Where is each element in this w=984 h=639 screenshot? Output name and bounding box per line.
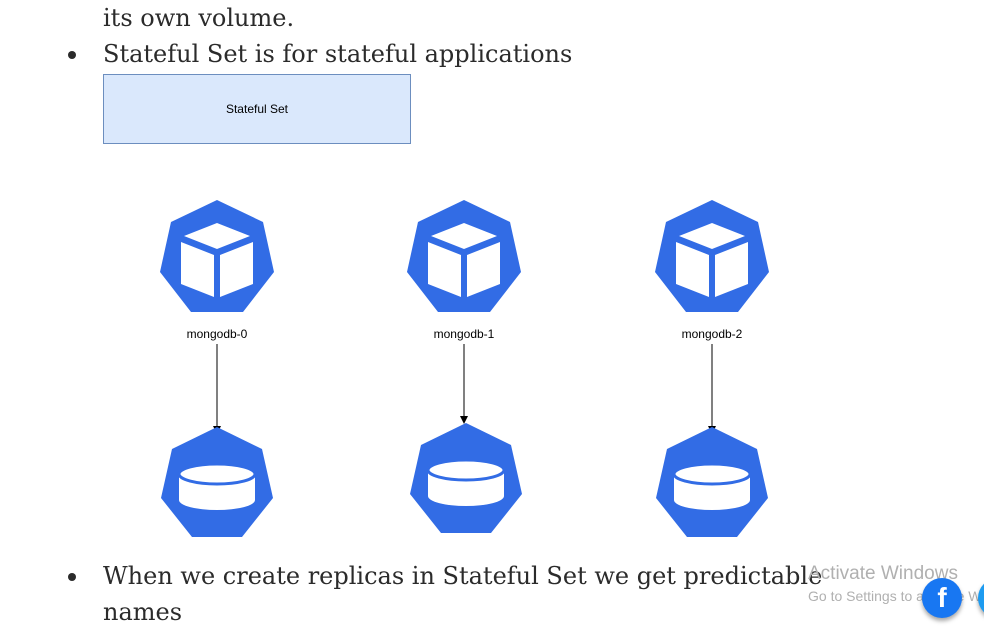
bullet-text-replicas: When we create replicas in Stateful Set … [103,562,823,590]
stateful-set-box: Stateful Set [103,74,411,144]
paragraph-continuation: its own volume. [103,4,295,32]
facebook-share-button[interactable]: f [922,578,962,618]
pod-icon [160,200,274,312]
bullet-text-replicas-cont: names [103,598,183,626]
pod-label-mongodb-0: mongodb-0 [187,327,248,341]
facebook-icon: f [937,582,947,613]
pod-icon [407,200,521,312]
activate-windows-title: Activate Windows [808,563,958,584]
pod-label-mongodb-2: mongodb-2 [682,327,743,341]
volume-icon [161,427,273,537]
share-button[interactable] [978,578,984,618]
bullet-dot [68,573,76,581]
pod-icon [655,200,769,312]
bullet-text-stateful-set: Stateful Set is for stateful application… [103,40,573,68]
volume-icon [410,423,522,533]
volume-icon [656,427,768,537]
pod-label-mongodb-1: mongodb-1 [434,327,495,341]
stateful-set-label: Stateful Set [225,102,289,116]
bullet-dot [68,51,76,59]
